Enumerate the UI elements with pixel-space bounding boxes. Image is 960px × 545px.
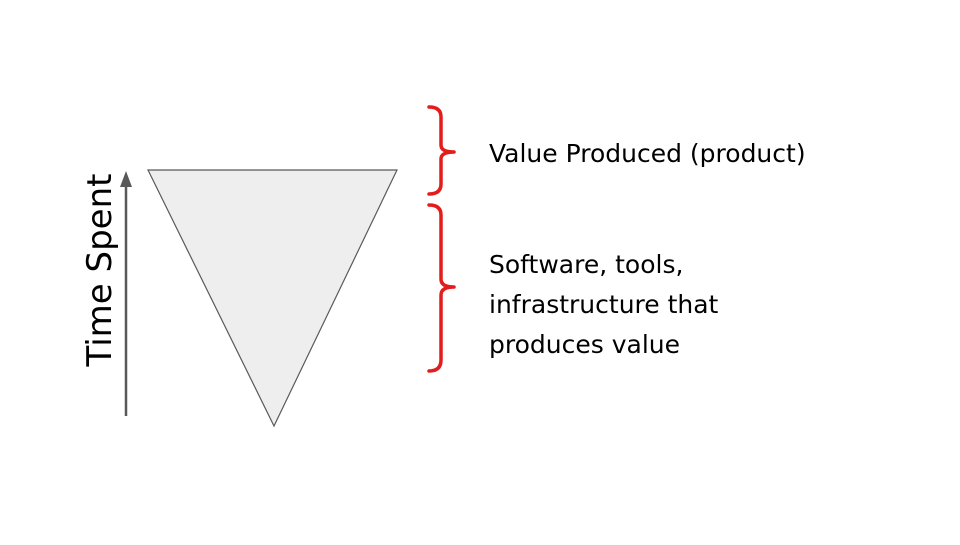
time-axis-arrowhead bbox=[120, 171, 132, 187]
infrastructure-bracket bbox=[427, 203, 456, 373]
infrastructure-label-line: infrastructure that bbox=[489, 290, 719, 319]
infrastructure-label: Software, tools, infrastructure that pro… bbox=[489, 245, 718, 365]
time-spent-label: Time Spent bbox=[80, 173, 120, 367]
value-produced-label: Value Produced (product) bbox=[489, 139, 806, 168]
inverted-triangle bbox=[147, 169, 398, 428]
value-bracket bbox=[427, 105, 456, 196]
infrastructure-label-line: produces value bbox=[489, 330, 680, 359]
infrastructure-label-line: Software, tools, bbox=[489, 250, 684, 279]
